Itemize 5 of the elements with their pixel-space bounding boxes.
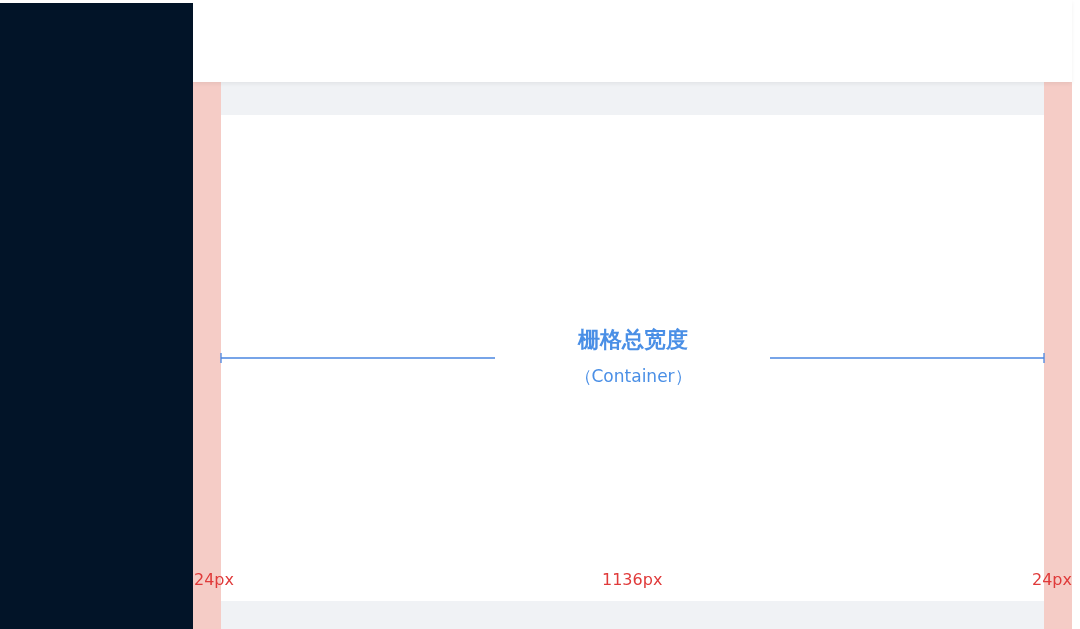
dimension-label: （Container） [574, 368, 692, 385]
dimension-value: 24px [194, 572, 234, 588]
dimension-value: 1136px [602, 572, 663, 588]
dimension-value: 24px [1032, 572, 1072, 588]
dimension-label: 栅格总宽度 [578, 329, 688, 351]
